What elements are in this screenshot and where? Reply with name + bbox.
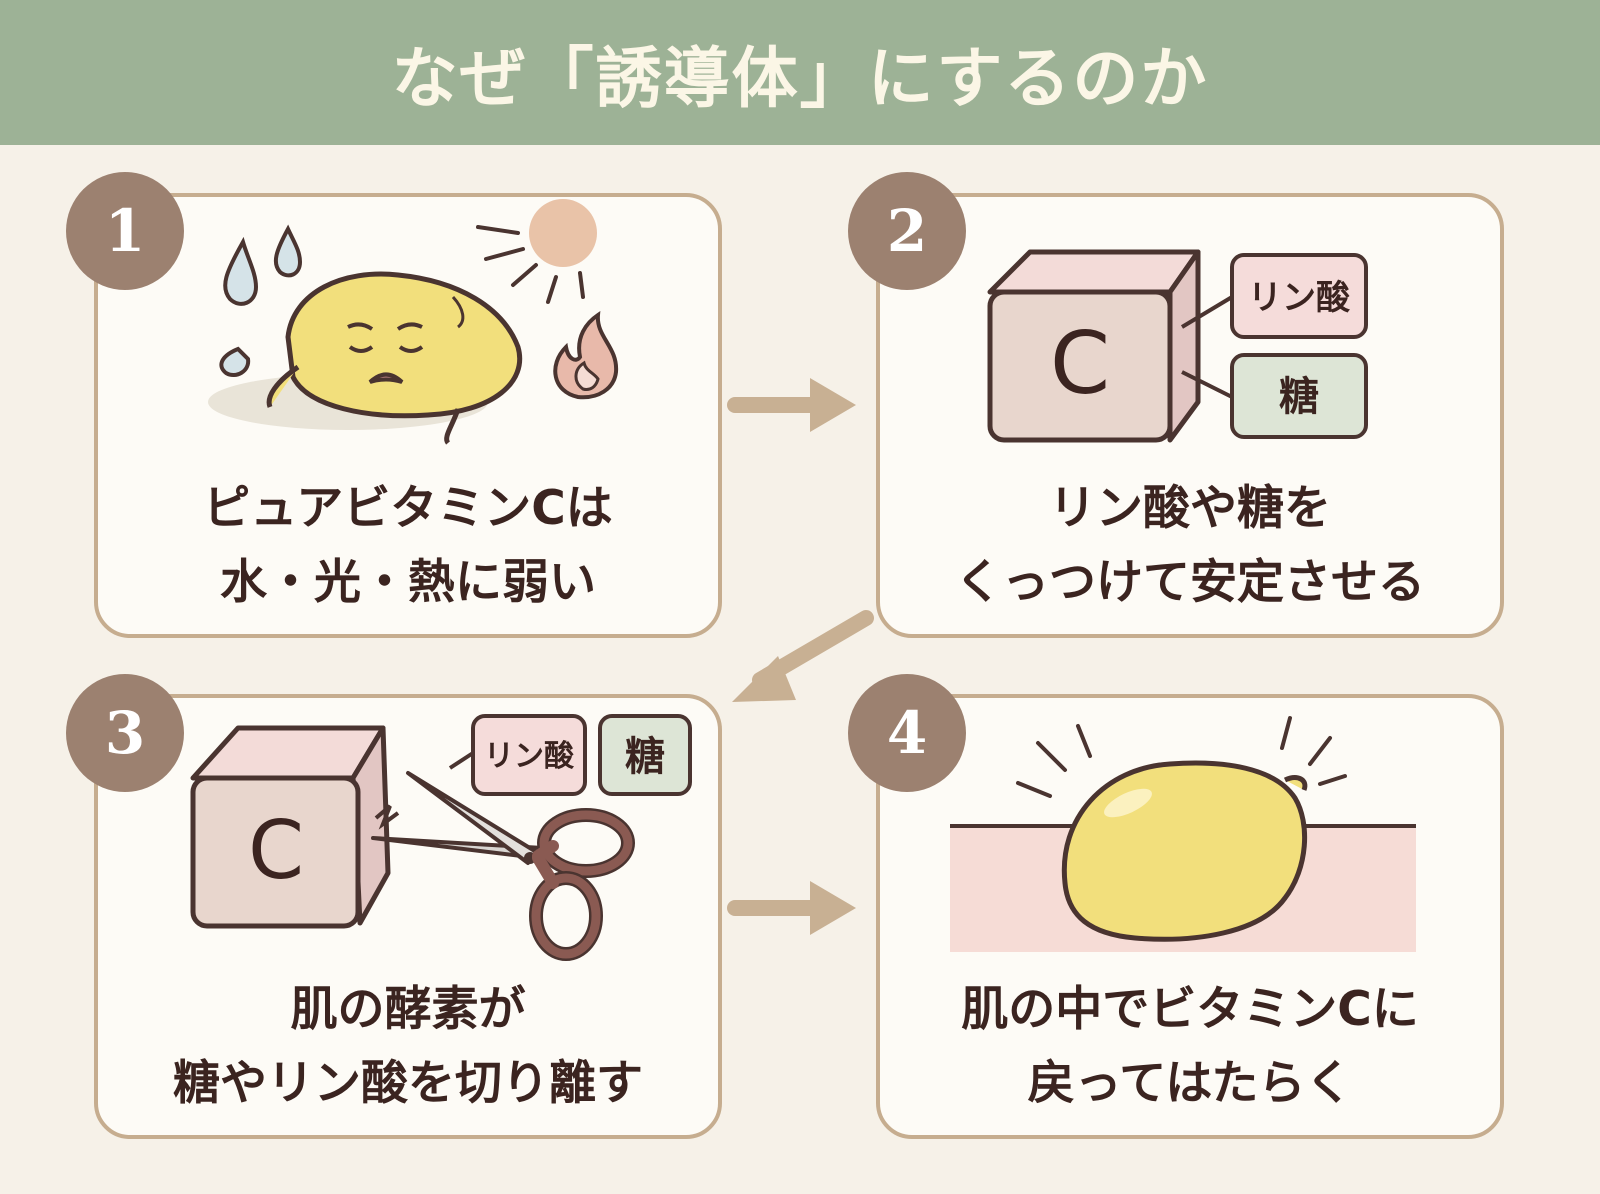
step-badge-2: 2 [848,172,966,290]
step-3-caption-line-2: 糖やリン酸を切り離す [173,1056,643,1111]
step-1-caption-line-1: ピュアビタミンCは [203,481,613,536]
step-1-caption: ピュアビタミンCは 水・光・熱に弱い [98,472,718,620]
cube-letter: C [1050,314,1110,414]
step-1-caption-line-2: 水・光・熱に弱い [220,555,596,610]
sun-icon [476,199,597,304]
arrow-right-icon [727,378,856,432]
bond-line [1180,295,1234,329]
step-2-caption-line-1: リン酸や糖を [1049,481,1331,536]
panel-3-illustration: C リン酸 糖 [190,714,692,961]
bond-line [448,751,475,770]
step-4-caption-line-1: 肌の中でビタミンCに [961,982,1419,1037]
step-panel-4: 肌の中でビタミンCに 戻ってはたらく [876,694,1504,1139]
sugar-tag-label: 糖 [1279,374,1319,420]
cube-letter: C [248,804,304,897]
panel-2-illustration: C リン酸 糖 [987,249,1368,443]
shining-lemon-icon [1016,716,1347,942]
header-banner: なぜ「誘導体」にするのか [0,0,1600,145]
step-4-caption: 肌の中でビタミンCに 戻ってはたらく [880,973,1500,1121]
phosphate-tag: リン酸 [471,714,587,796]
arrow-down-left-icon [732,610,874,702]
water-drop-icon [219,224,303,378]
phosphate-tag-label: リン酸 [484,739,575,774]
sugar-tag: 糖 [598,714,692,796]
vitamin-c-cube-icon: C [190,725,391,929]
step-badge-1: 1 [66,172,184,290]
phosphate-tag-label: リン酸 [1248,278,1351,318]
vitamin-c-cube-icon: C [987,249,1201,443]
step-panel-3: C リン酸 糖 肌の酵素が 糖やリン酸を切り離す [94,694,722,1139]
panel-1-illustration [208,199,619,445]
step-panel-2: C リン酸 糖 リン酸や糖を くっつけて安定させる [876,193,1504,638]
cut-mark [374,804,400,830]
sad-lemon-icon [266,271,523,445]
sugar-tag: 糖 [1230,353,1368,439]
arrow-right-icon [727,881,856,935]
page-title: なぜ「誘導体」にするのか [391,38,1209,117]
step-badge-4: 4 [848,674,966,792]
scissors-icon [371,771,635,961]
step-2-caption: リン酸や糖を くっつけて安定させる [880,472,1500,620]
step-panel-1: ピュアビタミンCは 水・光・熱に弱い [94,193,722,638]
step-badge-3: 3 [66,674,184,792]
flame-icon [553,311,619,400]
step-3-caption: 肌の酵素が 糖やリン酸を切り離す [98,973,718,1121]
step-3-caption-line-1: 肌の酵素が [290,982,526,1037]
phosphate-tag: リン酸 [1230,253,1368,339]
step-4-caption-line-2: 戻ってはたらく [1027,1056,1353,1111]
step-2-caption-line-2: くっつけて安定させる [955,555,1425,610]
panel-4-illustration [950,716,1416,952]
sugar-tag-label: 糖 [625,734,665,780]
bond-line [1181,370,1233,399]
